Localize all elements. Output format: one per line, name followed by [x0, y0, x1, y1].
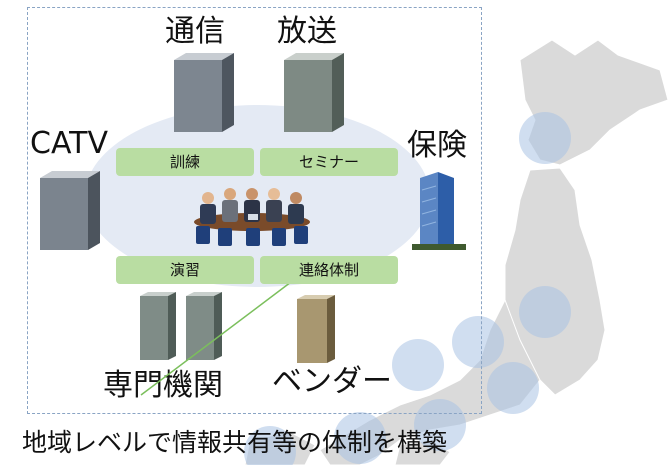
activity-renraku: 連絡体制	[260, 256, 398, 284]
activity-kunren: 訓練	[116, 148, 254, 176]
connector-line	[140, 278, 296, 396]
meeting-people-icon	[194, 188, 310, 246]
node-label-senmon: 専門機関	[103, 368, 223, 403]
activity-enshu: 演習	[116, 256, 254, 284]
region-frame	[27, 7, 482, 414]
building-icon-hoso	[284, 53, 344, 132]
building-icon-tsushin	[174, 53, 234, 132]
node-label-hoken: 保険	[407, 128, 467, 163]
building-icon-vendor	[297, 295, 335, 363]
node-label-hoso: 放送	[277, 14, 337, 49]
node-label-tsushin: 通信	[165, 14, 225, 49]
node-label-vendor: ベンダー	[272, 364, 392, 399]
building-icon-senmon	[140, 292, 222, 360]
skyscraper-icon-hoken	[412, 172, 466, 250]
caption: 地域レベルで情報共有等の体制を構築	[22, 428, 448, 457]
activity-seminar: セミナー	[260, 148, 398, 176]
building-icon-catv	[40, 171, 100, 250]
node-label-catv: CATV	[30, 126, 108, 161]
